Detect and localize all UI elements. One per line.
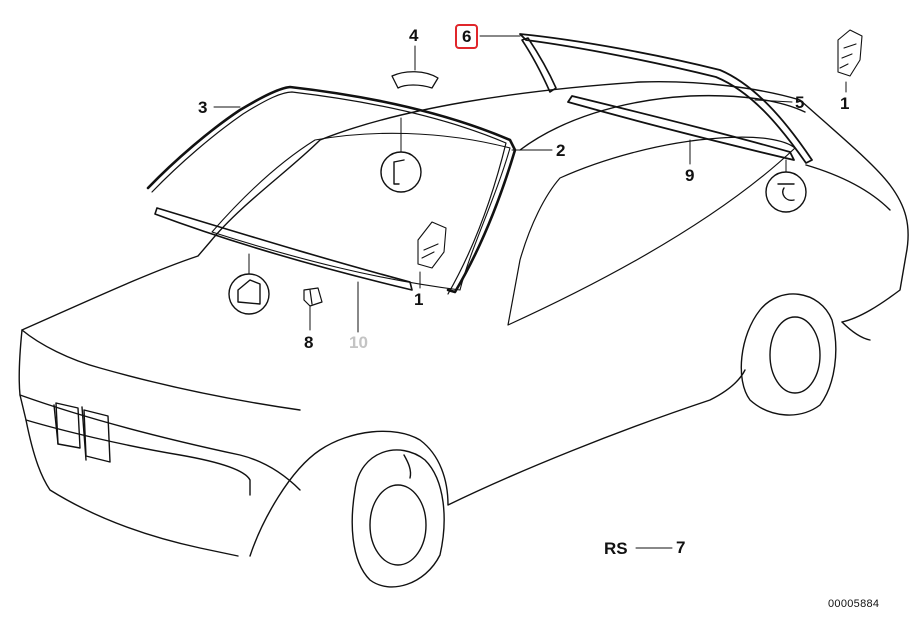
rear-wheel xyxy=(740,293,837,416)
car-body-outline xyxy=(18,81,909,557)
clip-part-center xyxy=(417,221,447,269)
callout-10[interactable]: 10 xyxy=(349,333,368,352)
part-8-clip xyxy=(303,287,323,307)
hood-line xyxy=(21,329,301,496)
roof-trim-6 xyxy=(521,37,557,93)
side-window xyxy=(507,136,796,326)
callout-4[interactable]: 4 xyxy=(409,26,419,45)
callout-7[interactable]: 7 xyxy=(676,538,686,557)
callout-8[interactable]: 8 xyxy=(304,333,314,352)
front-wheel xyxy=(351,449,445,588)
front-lights xyxy=(53,402,111,463)
callout-1-top[interactable]: 1 xyxy=(840,94,850,113)
detail-circle-b xyxy=(765,171,807,213)
callout-5[interactable]: 5 xyxy=(795,93,805,112)
lower-windshield-trim xyxy=(154,207,413,291)
legend-code: RS xyxy=(604,539,628,558)
part-4-cap xyxy=(391,71,439,89)
windshield-frame-outer xyxy=(146,85,517,294)
windshield-glass xyxy=(211,132,511,291)
roof-trim-5 xyxy=(519,33,813,164)
clip-part-top xyxy=(837,29,863,77)
windshield-frame-inner xyxy=(151,91,507,295)
callout-9[interactable]: 9 xyxy=(685,166,695,185)
rear-quarter xyxy=(805,164,891,341)
callout-1-center[interactable]: 1 xyxy=(414,290,424,309)
detail-circle-c xyxy=(228,273,270,315)
callout-3[interactable]: 3 xyxy=(198,98,208,117)
callout-2[interactable]: 2 xyxy=(556,141,566,160)
side-rail-9 xyxy=(567,95,795,161)
detail-circle-a xyxy=(380,151,422,193)
callout-6[interactable]: 6 xyxy=(455,24,479,49)
bumper-line xyxy=(19,394,301,491)
roof-line xyxy=(519,94,806,151)
reference-number: 00005884 xyxy=(828,598,880,610)
leader-lines xyxy=(213,35,847,549)
